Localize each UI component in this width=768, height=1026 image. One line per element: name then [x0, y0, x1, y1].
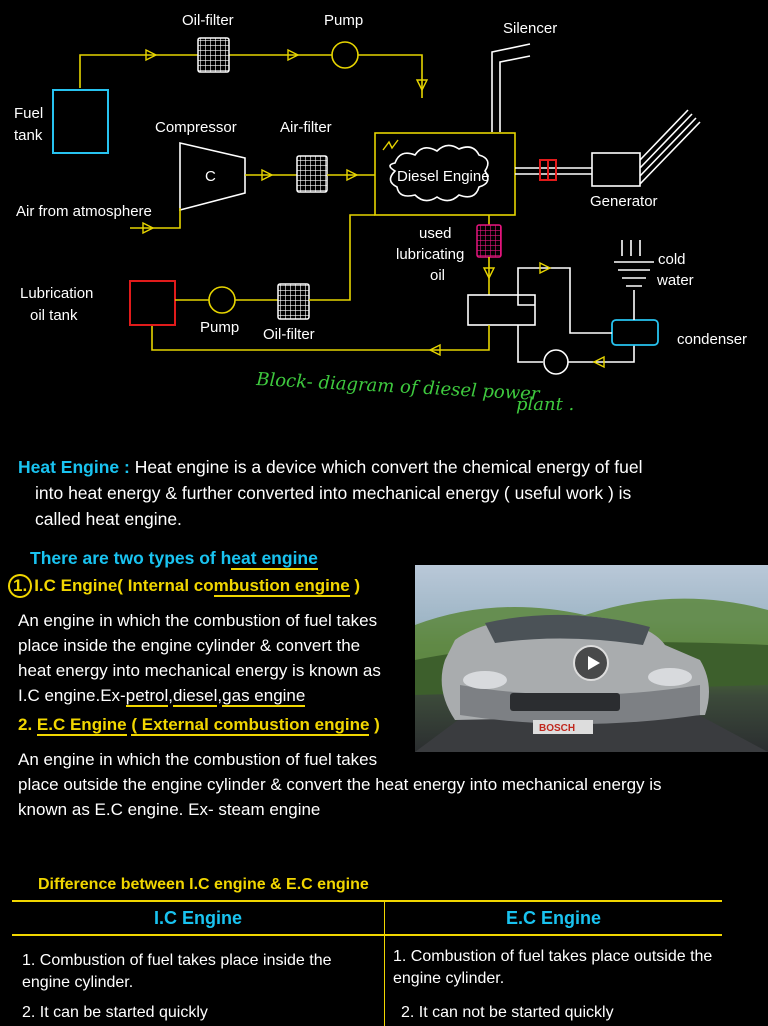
table-row: 1. Combustion of fuel takes place inside…: [12, 935, 722, 996]
compressor-c-label: C: [205, 168, 216, 185]
fuel-tank: [52, 89, 109, 154]
arrow-icon: [592, 355, 605, 369]
air-filter-label: Air-filter: [280, 119, 332, 136]
lub-tank-label-2: oil tank: [30, 307, 78, 324]
types-heading-a: There are two types of h: [30, 548, 232, 568]
arrow-icon: [428, 343, 441, 357]
table-row: 2. It can be started quickly 2. It can n…: [12, 996, 722, 1026]
ic-desc-3: heat energy into mechanical energy is kn…: [18, 661, 381, 680]
generator: [591, 152, 641, 187]
arrow-icon: [142, 221, 155, 235]
combustion-cloud: [389, 144, 489, 202]
play-icon[interactable]: [573, 645, 609, 681]
used-oil-filter-icon: [476, 224, 502, 258]
ic-desc-1: An engine in which the combustion of fue…: [18, 611, 378, 630]
arrow-icon: [287, 48, 300, 62]
arrow-icon: [482, 267, 496, 280]
ec-heading-e: ): [369, 715, 380, 734]
ec-desc-2: place outside the engine cylinder & conv…: [18, 775, 662, 794]
arrow-icon: [346, 168, 359, 182]
caption-line-2: plant .: [516, 394, 574, 415]
oil-filter-top-icon: [197, 37, 230, 73]
ec-heading-a: 2.: [18, 715, 37, 734]
ic-example-petrol: petrol: [125, 686, 169, 707]
cooling-tower-icon: [614, 261, 654, 287]
table-cell: 1. Combustion of fuel takes place inside…: [22, 952, 332, 991]
lub-tank-label-1: Lubrication: [20, 285, 93, 302]
ic-example-gas-engine: gas engine: [222, 686, 306, 707]
table-cell: 2. It can not be started quickly: [384, 996, 722, 1026]
ic-heading-a: I.C Engine( Internal co: [34, 576, 214, 595]
ec-engine-column-header: E.C Engine: [384, 900, 722, 936]
heat-engine-def-2: into heat energy & further converted int…: [35, 483, 632, 503]
caption-line-1: Block- diagram of diesel power: [255, 369, 542, 405]
difference-title: Difference between I.C engine & E.C engi…: [38, 876, 369, 893]
used-oil-label-2: lubricating: [396, 246, 464, 263]
cold-water-label-2: water: [656, 272, 694, 289]
ic-desc-2: place inside the engine cylinder & conve…: [18, 636, 361, 655]
used-oil-label-3: oil: [430, 267, 445, 284]
lubrication-oil-tank: [129, 280, 176, 326]
ec-desc-1: An engine in which the combustion of fue…: [18, 750, 378, 769]
table-cell: 2. It can be started quickly: [22, 1004, 208, 1021]
license-plate: BOSCH: [539, 723, 575, 734]
oil-filter-bottom-icon: [277, 283, 310, 320]
pump-top-icon: [331, 41, 359, 69]
cold-water-label-1: cold: [658, 251, 686, 268]
heat-engine-definition: Heat Engine : Heat engine is a device wh…: [18, 455, 642, 480]
pump-top-label: Pump: [324, 12, 363, 29]
condenser: [611, 319, 659, 346]
types-heading: There are two types of heat engine: [30, 546, 318, 571]
diesel-engine-label: Diesel Engine: [397, 168, 490, 185]
oil-filter-bottom-label: Oil-filter: [263, 326, 315, 343]
ic-number: 1.: [8, 574, 33, 598]
table-header-row: I.C Engine E.C Engine: [12, 900, 722, 936]
fuel-tank-label-1: Fuel: [14, 105, 43, 122]
air-filter-icon: [296, 155, 328, 193]
ic-example-diesel: diesel: [173, 686, 218, 707]
table-cell: 1. Combustion of fuel takes place outsid…: [384, 935, 722, 996]
ic-desc-4e: ,: [217, 686, 223, 705]
video-player[interactable]: BOSCH: [415, 565, 768, 752]
silencer-label: Silencer: [503, 20, 557, 37]
generator-label: Generator: [590, 193, 658, 210]
heat-engine-def-3: called heat engine.: [35, 509, 182, 529]
used-oil-label-1: used: [419, 225, 452, 242]
heat-engine-term: Heat Engine :: [18, 457, 130, 477]
arrow-icon: [415, 79, 429, 92]
arrow-icon: [261, 168, 274, 182]
pump-bottom-label: Pump: [200, 319, 239, 336]
air-from-atmosphere-label: Air from atmosphere: [16, 203, 152, 220]
pump-bottom-icon: [208, 286, 236, 314]
spark-icon: [382, 139, 399, 151]
ic-desc-4a: I.C engine.Ex-: [18, 686, 126, 705]
ic-heading-c: ): [349, 576, 361, 595]
ec-heading-b: E.C Engine: [36, 715, 127, 736]
diesel-power-plant-diagram: Oil-filter Pump Silencer Fuel tank Compr…: [14, 12, 747, 415]
types-heading-b: eat engine: [231, 548, 318, 570]
water-pump-icon: [543, 349, 569, 375]
arrow-icon: [145, 48, 158, 62]
ic-engine-column-header: I.C Engine: [12, 900, 385, 936]
ec-desc-3: known as E.C engine. Ex- steam engine: [18, 800, 321, 819]
ic-heading-b: mbustion engine: [213, 576, 350, 597]
difference-table: I.C Engine E.C Engine 1. Combustion of f…: [12, 900, 722, 1026]
car-thumbnail: BOSCH: [415, 598, 768, 752]
condenser-label: condenser: [677, 331, 747, 348]
compressor-label: Compressor: [155, 119, 237, 136]
heat-engine-def-1: Heat engine is a device which convert th…: [129, 457, 643, 477]
ic-engine-heading: 1.I.C Engine( Internal combustion engine…: [8, 573, 360, 598]
fuel-tank-label-2: tank: [14, 127, 43, 144]
arrow-icon: [539, 261, 552, 275]
ic-desc-4: I.C engine.Ex-petrol,diesel,gas engine: [18, 683, 306, 708]
oil-filter-top-label: Oil-filter: [182, 12, 234, 29]
compressor-icon: [179, 141, 246, 212]
ec-heading-d: ( External combustion engine: [131, 715, 370, 736]
ec-engine-heading: 2. E.C Engine ( External combustion engi…: [18, 712, 380, 737]
ic-desc-4c: ,: [168, 686, 173, 705]
oil-cooler: [467, 294, 536, 326]
